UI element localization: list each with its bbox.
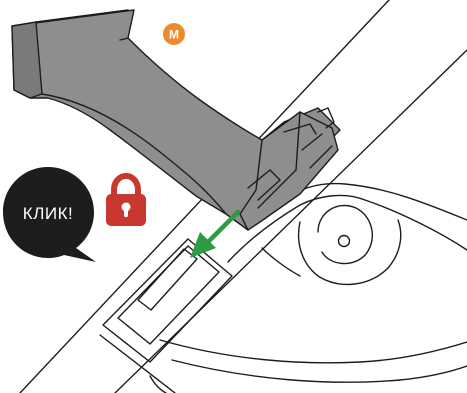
arrow-down-left-icon — [190, 212, 238, 258]
click-sound-label: КЛИК! — [23, 204, 73, 223]
hinge-joint — [262, 205, 401, 284]
m-badge: M — [163, 23, 185, 45]
m-badge-label: M — [169, 28, 179, 42]
frame-leg — [150, 184, 467, 393]
lock-icon — [106, 176, 146, 226]
hinge-pin — [339, 236, 350, 247]
rail-slot — [103, 239, 232, 362]
click-speech-bubble: КЛИК! — [3, 167, 96, 262]
